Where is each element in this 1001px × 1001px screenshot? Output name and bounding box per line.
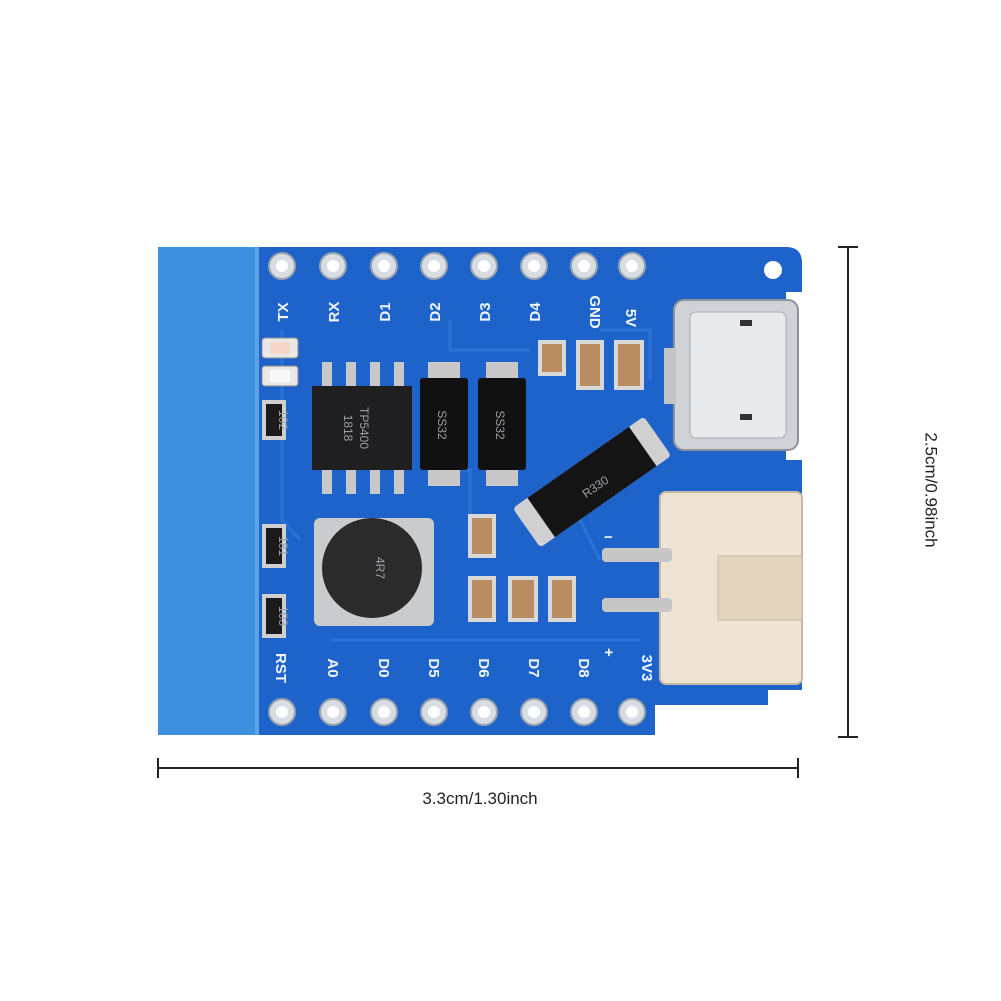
pin-label-bottom: D7 [525,658,542,677]
charger-ic: TP5400 1818 [312,362,412,494]
status-leds [261,337,299,387]
diode-1-marking: SS32 [435,410,449,440]
resistor-1-marking: 102 [276,410,290,430]
ic-marking-top: TP5400 [357,407,371,449]
pin-label-bottom: A0 [324,658,341,677]
ic-marking-bottom: 1818 [341,415,355,442]
smd-resistor: 102 [262,400,290,440]
height-dimension-label: 2.5cm/0.98inch [921,432,941,548]
pin-label-bottom: D8 [575,658,592,677]
smd-resistor: 181 [262,524,290,568]
resistor-3-marking: 103 [276,606,290,626]
pin-label-top: D1 [377,302,394,321]
pin-label-top: D2 [427,302,444,321]
wifi-antenna-area [158,247,255,735]
pin-label-bottom: D5 [425,658,442,677]
height-dimension-line [838,246,858,738]
pin-label-bottom: RST [272,653,289,683]
smd-capacitors-lower [468,514,576,622]
shunt-resistor: R330 [514,418,670,546]
bottom-pin-labels: RST A0 D0 D5 D6 D7 D8 3V3 [272,653,655,683]
width-dimension-line [157,758,799,778]
pin-label-top: D3 [477,302,494,321]
inductor-marking: 4R7 [373,557,387,579]
top-header-pins [268,252,646,280]
connector-plus-label: + [600,648,617,657]
power-inductor: 4R7 [314,518,434,626]
diode-2-marking: SS32 [493,410,507,440]
connector-minus-label: − [604,529,613,546]
schottky-diode: SS32 [420,362,468,486]
schottky-diode: SS32 [478,362,526,486]
pin-label-bottom: D6 [475,658,492,677]
micro-usb-port[interactable] [664,299,799,451]
pin-label-top: D4 [527,302,544,322]
top-pin-labels: TX RX D1 D2 D3 D4 GND 5V [275,295,639,329]
resistor-2-marking: 181 [276,536,290,556]
mounting-hole [764,261,782,279]
pin-label-top: RX [326,302,343,323]
antenna-divider [255,247,259,735]
width-dimension-label: 3.3cm/1.30inch [422,789,538,808]
smd-capacitors [538,340,644,390]
bottom-header-pins [268,698,646,726]
pin-label-bottom: D0 [375,658,392,677]
smd-resistor: 103 [262,594,290,638]
battery-connector[interactable] [602,491,803,685]
pin-label-top: TX [275,302,292,321]
pin-label-top: GND [586,295,603,329]
pin-label-bottom: 3V3 [638,655,655,682]
pin-label-top: 5V [622,309,639,327]
pcb-traces [280,320,652,642]
